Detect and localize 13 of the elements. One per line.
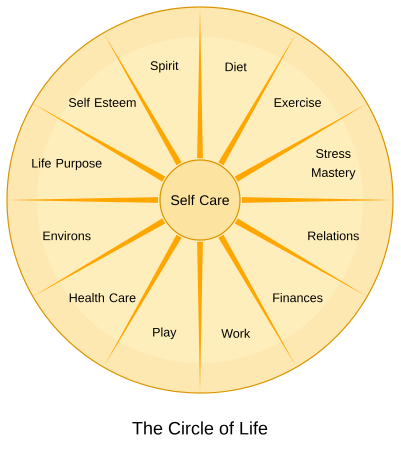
- segment-label: Work: [221, 328, 250, 338]
- segment-label: Health Care: [70, 293, 136, 302]
- segment-label: Play: [153, 327, 176, 340]
- segment-label: Finances: [273, 293, 322, 302]
- segment-label: Stress Mastery: [312, 149, 356, 180]
- segment-label: Life Purpose: [32, 158, 102, 170]
- segment-label: Diet: [226, 62, 247, 72]
- caption: The Circle of Life: [132, 421, 268, 435]
- segment-label: Self Esteem: [68, 98, 136, 107]
- segment-label: Relations: [308, 231, 359, 240]
- segment-label: Spirit: [150, 60, 178, 73]
- segment-label: Exercise: [274, 98, 321, 107]
- segment-label: Environs: [43, 231, 91, 240]
